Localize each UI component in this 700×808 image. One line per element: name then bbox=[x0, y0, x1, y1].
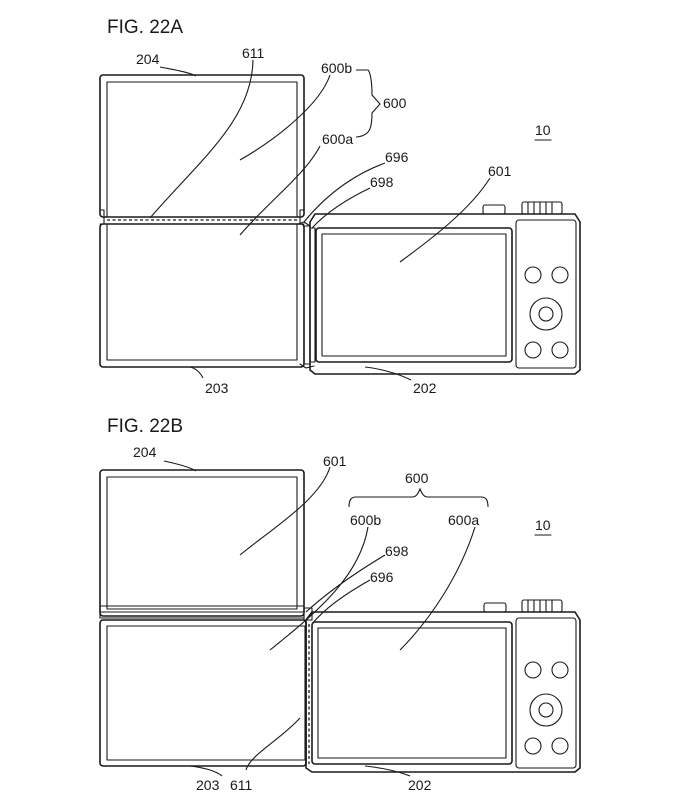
label-600a: 600a bbox=[322, 131, 353, 147]
figure-22b-title: FIG. 22B bbox=[107, 416, 183, 437]
label-10: 10 bbox=[535, 122, 551, 138]
panel-203 bbox=[99, 223, 305, 368]
label-203: 203 bbox=[205, 380, 229, 396]
brace-600 bbox=[348, 487, 489, 508]
panel-204 bbox=[99, 74, 305, 218]
figure-22a-title: FIG. 22A bbox=[107, 17, 183, 38]
figure-22b: FIG. 22B bbox=[99, 416, 581, 793]
label-204: 204 bbox=[136, 51, 160, 67]
label-601-b: 601 bbox=[323, 453, 347, 469]
label-698: 698 bbox=[370, 174, 394, 190]
label-600-b: 600 bbox=[405, 470, 429, 486]
camera-body-b bbox=[305, 599, 581, 773]
label-698-b: 698 bbox=[385, 543, 409, 559]
label-601: 601 bbox=[488, 163, 512, 179]
camera-body-a bbox=[309, 201, 581, 375]
panel-203-b bbox=[99, 619, 307, 767]
label-600a-b: 600a bbox=[448, 512, 479, 528]
label-203-b: 203 bbox=[196, 777, 220, 793]
label-204-b: 204 bbox=[133, 444, 157, 460]
label-600b: 600b bbox=[321, 60, 352, 76]
hinge-upper-b bbox=[99, 605, 313, 621]
leaders-a bbox=[149, 59, 491, 381]
side-hinge-a bbox=[297, 221, 316, 369]
label-611-b: 611 bbox=[230, 777, 253, 793]
label-696-b: 696 bbox=[370, 569, 394, 585]
label-10-b: 10 bbox=[535, 517, 551, 533]
display-202-b bbox=[311, 621, 513, 765]
label-600: 600 bbox=[383, 95, 407, 111]
label-611: 611 bbox=[242, 45, 265, 61]
label-600b-b: 600b bbox=[350, 512, 381, 528]
leaders-b bbox=[163, 460, 476, 777]
label-696: 696 bbox=[385, 149, 409, 165]
label-202-b: 202 bbox=[408, 777, 432, 793]
panel-204-b bbox=[99, 469, 305, 617]
display-202 bbox=[315, 227, 513, 363]
figure-22a: FIG. 22A bbox=[99, 17, 581, 396]
label-202: 202 bbox=[413, 380, 437, 396]
